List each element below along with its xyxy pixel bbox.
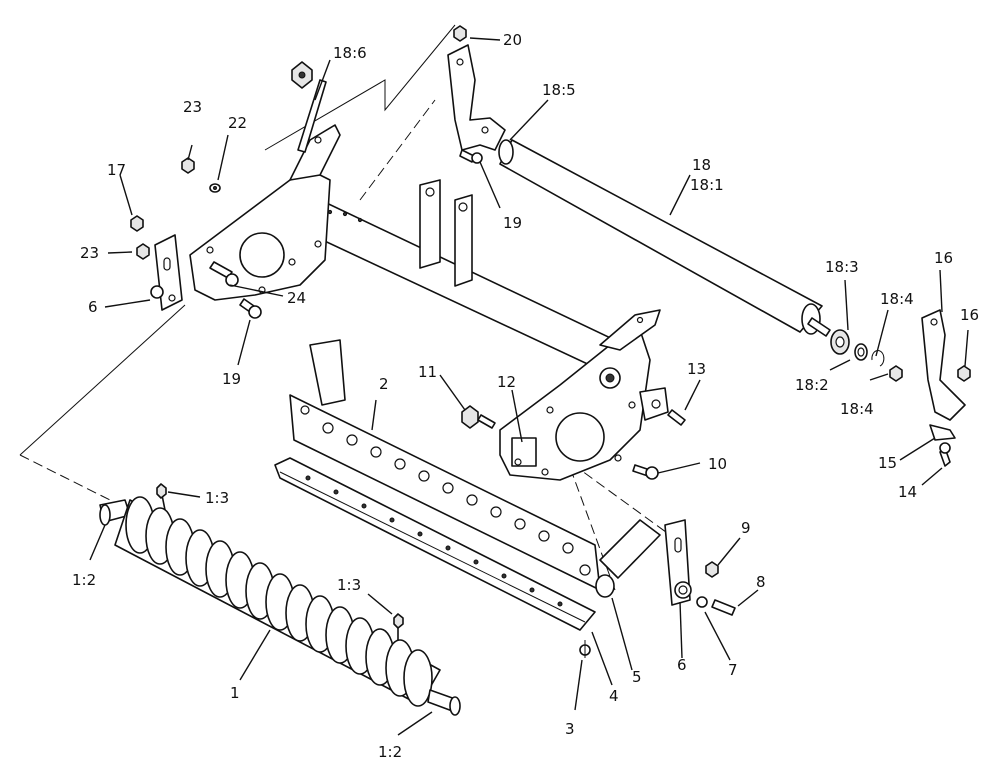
callout-19b: 19 — [503, 214, 522, 232]
callout-1-3b: 1:3 — [337, 576, 361, 594]
callout-1: 1 — [230, 684, 240, 702]
callout-19a: 19 — [222, 370, 241, 388]
callout-18-1: 18:1 — [690, 176, 724, 194]
callout-18-6: 18:5 — [542, 81, 576, 99]
callout-3: 3 — [565, 720, 575, 738]
roller-bracket-left — [447, 25, 506, 164]
callout-15: 15 — [878, 454, 897, 472]
callout-16b: 16 — [960, 306, 979, 324]
callout-23a: 23 — [183, 98, 202, 116]
callout-1-3a: 1:3 — [205, 489, 229, 507]
callout-16a: 17 — [107, 161, 126, 179]
leader-lines — [89, 37, 969, 736]
bedknife-bar — [289, 339, 601, 591]
callout-6a: 6 — [88, 298, 98, 316]
callout-13: 13 — [687, 360, 706, 378]
callout-14: 14 — [898, 483, 917, 501]
callout-24: 24 — [287, 289, 306, 307]
left-height-bracket — [150, 234, 183, 311]
roller-bracket-right — [921, 309, 971, 467]
callout-5: 5 — [632, 668, 642, 686]
left-hardware — [130, 61, 327, 319]
callout-7: 7 — [728, 661, 738, 679]
callout-20: 20 — [503, 31, 522, 49]
bedknife-bar-holes — [300, 405, 591, 576]
left-side-plate — [189, 124, 341, 301]
callout-22: 22 — [228, 114, 247, 132]
callout-labels: 18:6 20 23 22 17 23 6 24 19 18:5 19 18 1… — [72, 31, 979, 761]
callout-1-2b: 1:2 — [378, 743, 402, 761]
callout-9: 9 — [741, 519, 751, 537]
reel-blades — [125, 496, 433, 707]
callout-4: 4 — [609, 687, 619, 705]
callout-21: 18:6 — [333, 44, 367, 62]
callout-18: 18 — [692, 156, 711, 174]
cutting-reel — [99, 483, 461, 716]
callout-18-3: 18:3 — [825, 258, 859, 276]
center-mount-tabs — [419, 179, 473, 287]
callout-18-2: 18:2 — [795, 376, 829, 394]
callout-1-2a: 1:2 — [72, 571, 96, 589]
right-side-plate — [499, 309, 661, 481]
callout-2: 2 — [379, 375, 389, 393]
callout-18-5: 18:4 — [880, 290, 914, 308]
callout-12: 12 — [497, 373, 516, 391]
front-roller — [498, 139, 903, 382]
callout-17: 16 — [934, 249, 953, 267]
bedknife-holes — [305, 475, 563, 607]
callout-8: 8 — [756, 573, 766, 591]
callout-6b: 6 — [677, 656, 687, 674]
right-height-bracket — [595, 519, 736, 616]
callout-18-4: 18:4 — [840, 400, 874, 418]
bedknife — [274, 457, 596, 658]
right-hardware — [461, 387, 686, 480]
callout-10: 10 — [708, 455, 727, 473]
callout-11: 11 — [418, 363, 437, 381]
callout-23b: 23 — [80, 244, 99, 262]
